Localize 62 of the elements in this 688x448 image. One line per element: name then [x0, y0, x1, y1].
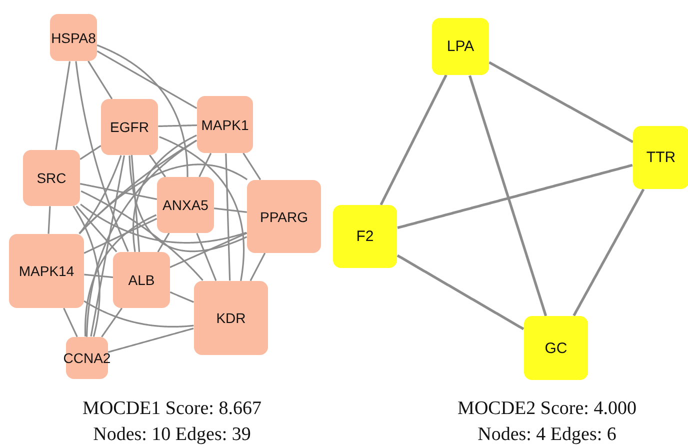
network-edge: [84, 274, 114, 278]
network-edge: [242, 152, 262, 180]
caption-text: MOCDE1 Score: 8.667: [82, 398, 262, 420]
network-edge: [170, 291, 194, 303]
network-edge: [397, 164, 633, 230]
network-edge: [128, 156, 248, 252]
network-edge: [170, 232, 248, 268]
network-edge: [130, 154, 140, 252]
caption-text: MOCDE2 Score: 4.000: [456, 398, 638, 420]
network-edge: [78, 164, 248, 234]
network-edge: [196, 232, 217, 282]
protein-node: GC: [524, 316, 588, 380]
network-edge: [86, 140, 198, 337]
protein-node: MAPK14: [9, 234, 84, 308]
network-edge: [214, 208, 248, 213]
protein-node: TTR: [633, 126, 688, 189]
network-edge: [75, 61, 129, 252]
network-edge: [84, 300, 194, 328]
network-edge: [96, 50, 198, 109]
protein-node: SRC: [23, 150, 80, 206]
caption-text: Nodes: 4 Edges: 6: [476, 424, 618, 446]
network-edge: [158, 136, 245, 281]
protein-node: ANXA5: [157, 177, 214, 233]
network-edge: [84, 214, 157, 336]
network-edge: [396, 254, 524, 330]
network-edge: [198, 152, 212, 178]
network-edge: [149, 154, 166, 178]
protein-node: F2: [333, 205, 397, 268]
network-edge: [108, 328, 194, 353]
network-edge: [80, 204, 247, 244]
network-edge: [225, 153, 231, 281]
protein-node: ALB: [113, 252, 170, 308]
network-edge: [132, 134, 197, 252]
network-edge: [572, 188, 645, 316]
protein-node: LPA: [432, 18, 489, 75]
network-edge: [48, 206, 51, 234]
network-edge: [55, 61, 71, 150]
network-edge: [96, 44, 188, 177]
network-edge: [80, 145, 102, 160]
network-edge: [158, 124, 198, 128]
network-edge: [380, 74, 448, 206]
network-edge: [63, 308, 78, 338]
network-edge: [84, 218, 158, 254]
network-edge: [250, 252, 266, 282]
network-edge: [78, 140, 197, 234]
caption-text: Nodes: 10 Edges: 39: [92, 424, 252, 446]
protein-node: HSPA8: [50, 14, 97, 61]
protein-node: PPARG: [247, 180, 321, 253]
network-edge: [90, 155, 126, 337]
network-edge: [488, 61, 634, 144]
protein-node: KDR: [194, 281, 268, 355]
network-edge: [468, 75, 548, 316]
network-edge: [80, 182, 158, 200]
network-edge: [88, 60, 113, 100]
network-edge: [157, 232, 170, 253]
network-edge: [76, 206, 118, 252]
protein-node: CCNA2: [66, 337, 108, 379]
network-edge: [101, 308, 123, 338]
protein-node: EGFR: [101, 99, 158, 155]
network-edge: [80, 190, 204, 281]
network-edge: [72, 206, 100, 337]
protein-node: MAPK1: [197, 96, 253, 153]
